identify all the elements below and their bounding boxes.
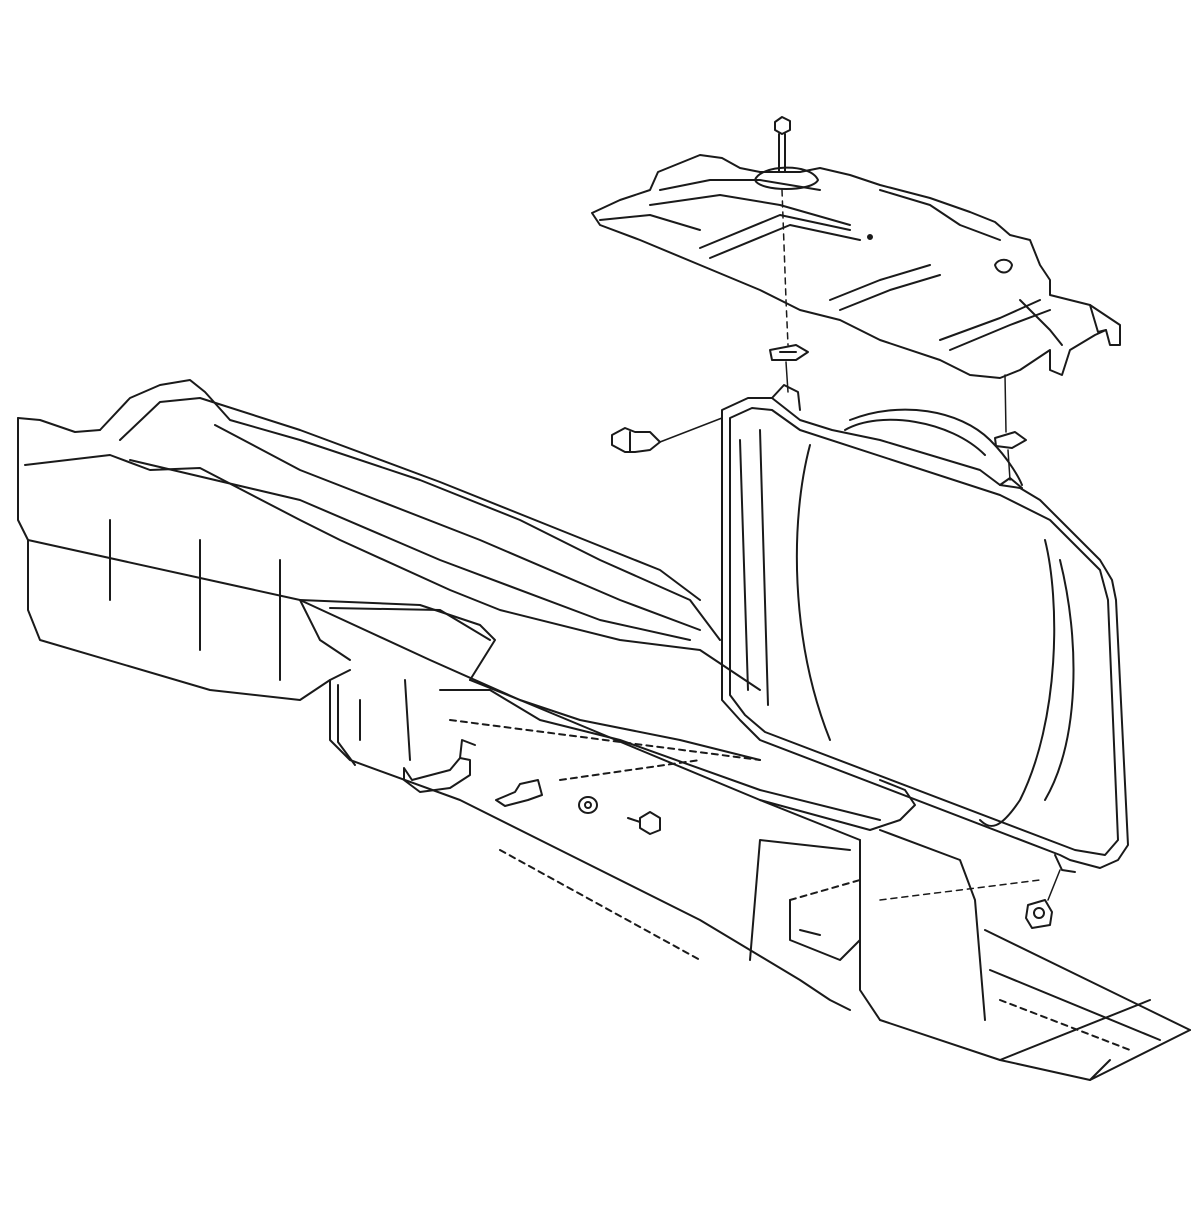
lower-clip (495, 779, 543, 807)
mounting-bolt (774, 116, 791, 173)
lower-bracket (403, 739, 476, 793)
washer (578, 796, 598, 814)
screw (627, 811, 661, 835)
upper-fan-shroud-panel (591, 154, 1121, 379)
fan-shroud (721, 384, 1129, 873)
grommet (1025, 899, 1053, 929)
side-clip-nut (611, 427, 661, 453)
retainer-clip-upper (769, 344, 809, 361)
retainer-clip-right (994, 431, 1027, 449)
radiator-support (17, 379, 1191, 1081)
